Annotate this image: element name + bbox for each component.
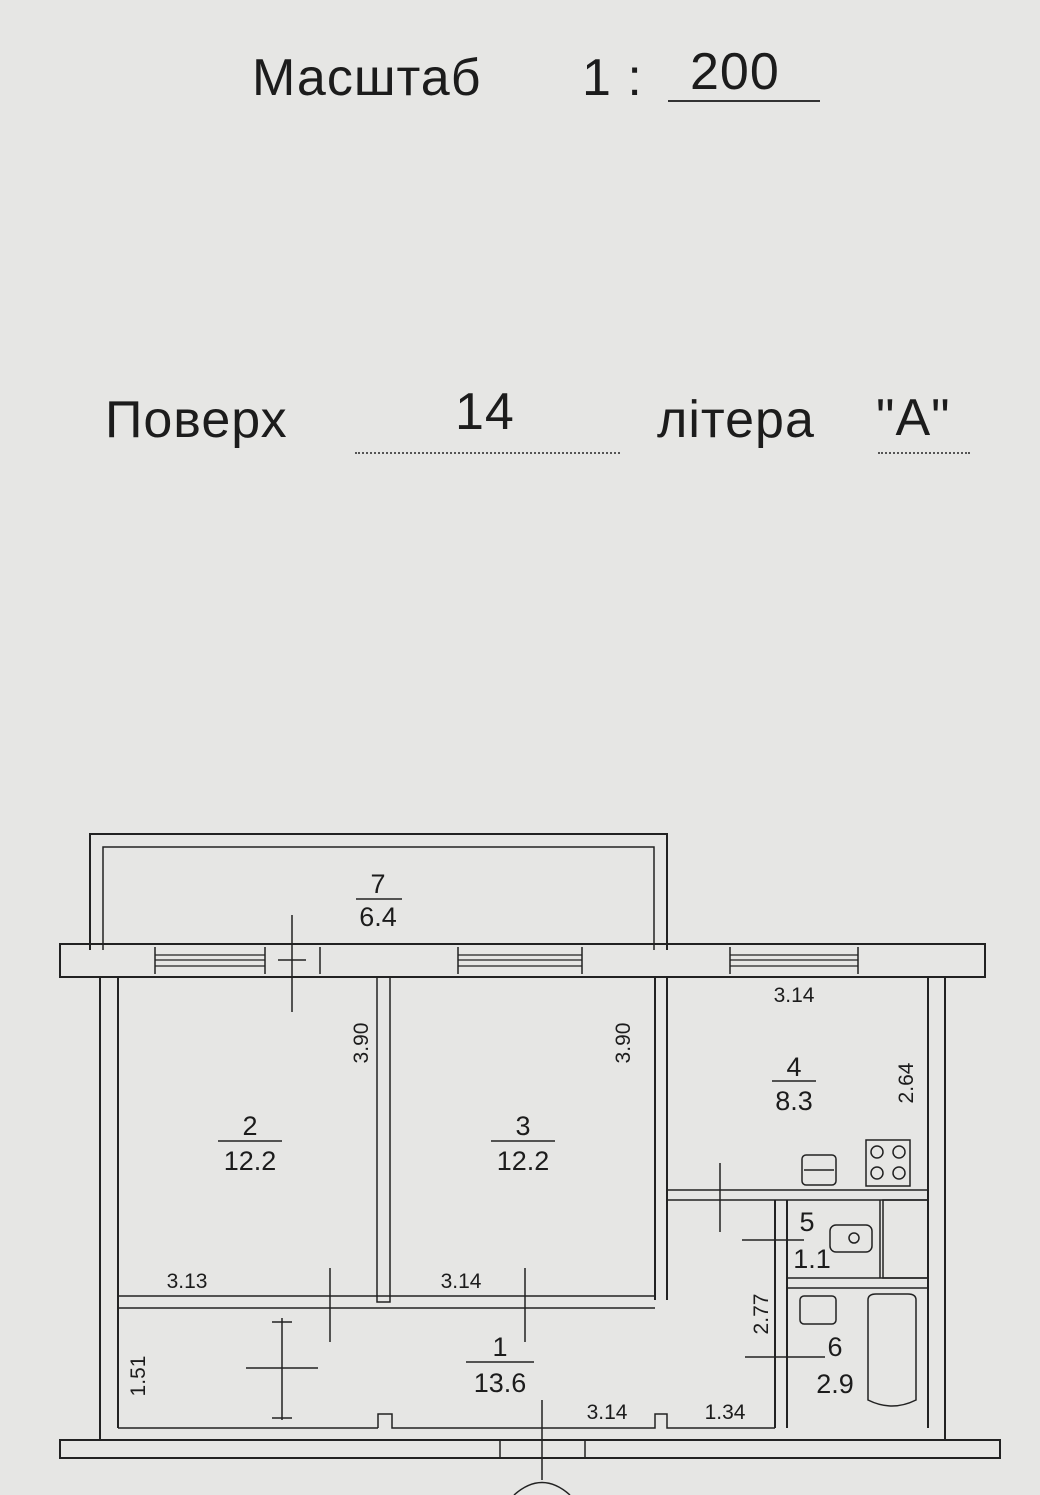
scale-underline [668, 100, 820, 102]
floor-label: Поверх [105, 391, 288, 449]
room-7-number: 7 [370, 869, 385, 899]
room-3-number: 3 [515, 1111, 530, 1141]
dimension-room2-width: 3.13 [167, 1270, 208, 1293]
room-6-area: 2.9 [816, 1369, 854, 1399]
dimension-bath-height: 2.77 [750, 1294, 773, 1335]
dimension-kitchen-depth: 2.64 [895, 1062, 918, 1103]
doors [246, 915, 825, 1495]
letter-label: літера [657, 391, 815, 449]
dimension-corridor-end: 1.34 [705, 1401, 746, 1424]
fixtures [799, 1139, 917, 1407]
room-5-area: 1.1 [793, 1244, 831, 1274]
room-4-number: 4 [786, 1052, 801, 1082]
dimension-labels: 3.90 3.90 3.14 2.64 3.13 3.14 2.77 1.51 … [127, 984, 918, 1424]
room-5-number: 5 [799, 1207, 814, 1237]
floor-value: 14 [455, 383, 515, 441]
floor-underline [355, 452, 620, 454]
dimension-room3-depth: 3.90 [612, 1023, 635, 1064]
dimension-kitchen-width: 3.14 [774, 984, 815, 1007]
scale-prefix: 1 : [582, 49, 643, 107]
dimension-room2-depth: 3.90 [350, 1023, 373, 1064]
walls [59, 833, 1001, 1459]
room-2-number: 2 [242, 1111, 257, 1141]
dimension-corridor-width: 3.14 [587, 1401, 628, 1424]
room-3-area: 12.2 [497, 1146, 550, 1176]
scale-value: 200 [690, 43, 780, 101]
dimension-corridor-depth: 1.51 [127, 1356, 150, 1397]
room-labels: 7 6.4 2 12.2 3 12.2 4 8.3 5 1.1 6 2.9 1 … [218, 869, 854, 1399]
room-1-area: 13.6 [474, 1368, 527, 1398]
room-7-area: 6.4 [359, 902, 397, 932]
letter-underline [878, 452, 970, 454]
room-4-area: 8.3 [775, 1086, 813, 1116]
letter-value: "A" [876, 389, 951, 447]
room-6-number: 6 [827, 1332, 842, 1362]
room-2-area: 12.2 [224, 1146, 277, 1176]
room-1-number: 1 [492, 1332, 507, 1362]
scale-label: Масштаб [252, 49, 482, 107]
dimension-room3-width: 3.14 [441, 1270, 482, 1293]
